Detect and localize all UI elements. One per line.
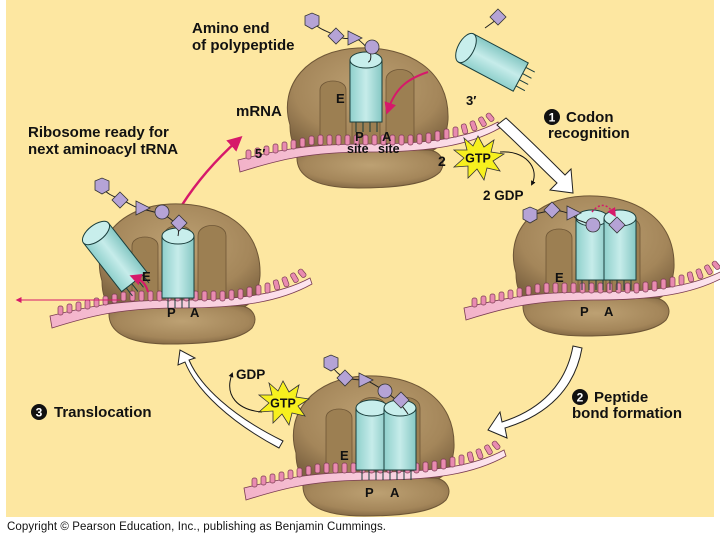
mrna-label: mRNA [236, 103, 282, 120]
return-to-start-arrow [180, 135, 243, 206]
e-site-label-top: E [336, 91, 345, 106]
trna-p-site-top [349, 51, 383, 133]
step-1-label: 1 Codon recognition [544, 109, 630, 142]
svg-text:Translocation: Translocation [54, 404, 152, 421]
a-site-label-right: A [604, 304, 614, 319]
step-3-label: 3 Translocation [31, 404, 152, 421]
step-1-number-badge [544, 109, 560, 125]
trna-exit-arrow [129, 273, 149, 293]
polypeptide-chain-top [304, 12, 380, 63]
three-prime-label: 3′ [466, 93, 476, 108]
trna-p-site-bottom [355, 399, 389, 481]
polypeptide-chain-left [94, 177, 188, 237]
polypeptide-chain-bottom [323, 354, 410, 415]
step-2-number-badge [572, 389, 588, 405]
svg-text:3: 3 [36, 406, 43, 420]
e-site-label-bottom: E [340, 448, 349, 463]
p-site-label-right: P [580, 304, 589, 319]
gtp-count-step-1: 2 [438, 153, 446, 169]
amino-end-label-2: of polypeptide [192, 37, 295, 54]
five-prime-label: 5′ [255, 146, 265, 161]
gdp-label-step-1: 2 GDP [483, 188, 524, 203]
cycle-arrow-step-2 [487, 345, 583, 439]
step-3-number-badge [31, 404, 47, 420]
gtp-label-step-1: GTP [465, 152, 491, 166]
svg-text:recognition: recognition [548, 125, 630, 142]
a-site-label-bottom: A [390, 485, 400, 500]
a-site-label-left: A [190, 305, 200, 320]
a-site-label-top: A [382, 129, 392, 144]
p-site-label-bottom: P [365, 485, 374, 500]
svg-text:bond formation: bond formation [572, 405, 682, 422]
ribosome-ready-label-2: next aminoacyl tRNA [28, 141, 178, 158]
svg-text:2: 2 [577, 391, 584, 405]
trna-a-site-bottom [383, 399, 417, 481]
gtp-hydrolysis-arrow-step-3 [228, 372, 263, 413]
cycle-arrow-step-3 [177, 349, 284, 449]
p-site-label-left: P [167, 305, 176, 320]
e-site-label-left: E [142, 269, 151, 284]
ribosome-right [463, 195, 720, 337]
gtp-hydrolysis-arrow-step-1 [499, 151, 536, 186]
a-site-word: site [378, 142, 400, 156]
step-2-label: 2 Peptide bond formation [572, 389, 682, 422]
ribosome-ready-label-1: Ribosome ready for [28, 124, 169, 141]
e-site-label-right: E [555, 270, 564, 285]
amino-end-label-1: Amino end [192, 20, 270, 37]
svg-text:Codon: Codon [566, 109, 613, 126]
trna-entry-arrow [384, 71, 429, 115]
gdp-label-step-3: GDP [236, 367, 265, 382]
copyright-notice: Copyright © Pearson Education, Inc., pub… [7, 521, 387, 533]
svg-text:Peptide: Peptide [594, 389, 648, 406]
incoming-aminoacyl-trna [450, 29, 538, 97]
svg-text:1: 1 [549, 111, 556, 125]
trna-p-site-left [161, 227, 195, 309]
p-site-word: site [347, 142, 369, 156]
gtp-label-step-3: GTP [270, 397, 296, 411]
polypeptide-chain-right [522, 201, 626, 234]
cycle-arrow-step-1 [496, 117, 574, 194]
incoming-amino-acid [484, 8, 507, 29]
p-site-label-top: P [355, 129, 364, 144]
